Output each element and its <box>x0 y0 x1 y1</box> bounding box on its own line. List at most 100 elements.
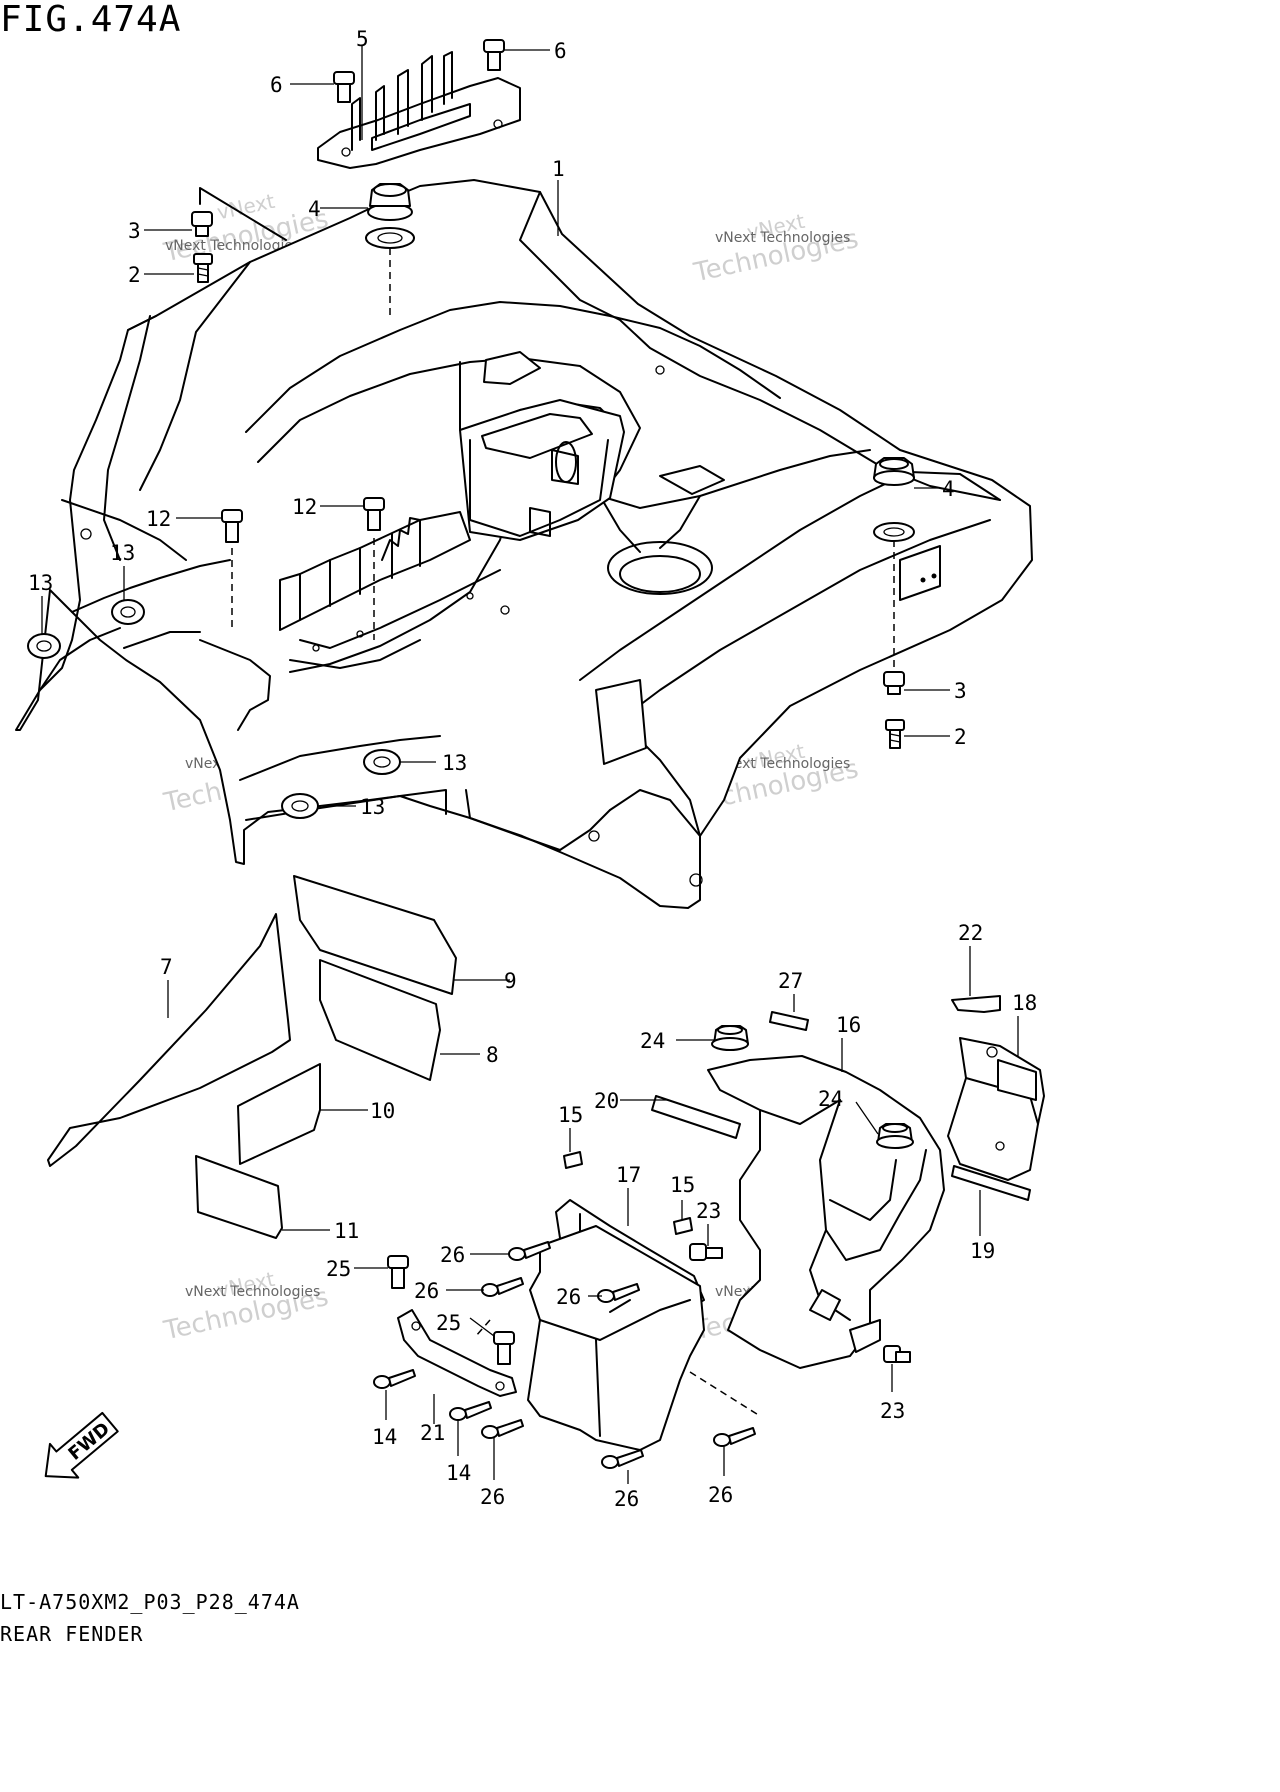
part-25-bolt <box>493 1331 515 1365</box>
callout-2: 2 <box>128 263 141 287</box>
callout-11: 11 <box>334 1219 359 1243</box>
figure-description: REAR FENDER <box>0 1622 144 1646</box>
part-1-rear-fender <box>15 179 1033 909</box>
callout-13: 13 <box>110 541 135 565</box>
part-10-decal <box>237 1063 321 1165</box>
part-24-grommet <box>711 1025 749 1051</box>
callout-20: 20 <box>594 1089 619 1113</box>
callout-26: 26 <box>556 1285 581 1309</box>
callout-26: 26 <box>414 1279 439 1303</box>
part-18-reflector-bracket <box>947 1037 1045 1181</box>
callout-13: 13 <box>28 571 53 595</box>
part-7-decal <box>47 913 291 1167</box>
part-14-screw <box>449 1401 492 1421</box>
part-27-strip <box>769 1011 809 1031</box>
part-12-bolt <box>363 497 385 531</box>
callout-24: 24 <box>818 1087 843 1111</box>
part-21-strap <box>397 1309 517 1397</box>
part-8-decal <box>319 959 441 1081</box>
callout-22: 22 <box>958 921 983 945</box>
callout-4: 4 <box>308 197 321 221</box>
callout-23: 23 <box>696 1199 721 1223</box>
part-11-decal <box>195 1155 283 1239</box>
svg-text:vNext Technologies: vNext Technologies <box>185 1284 320 1300</box>
part-26-screw <box>713 1427 756 1447</box>
part-9-decal <box>293 875 457 995</box>
callout-1: 1 <box>552 157 565 181</box>
callout-12: 12 <box>292 495 317 519</box>
part-24-grommet <box>876 1123 914 1149</box>
callout-5: 5 <box>356 27 369 51</box>
part-25-bolt <box>387 1255 409 1289</box>
part-26-screw <box>481 1419 524 1439</box>
callout-25: 25 <box>436 1311 461 1335</box>
part-4-grommet-seat <box>365 227 415 249</box>
callout-21: 21 <box>420 1421 445 1445</box>
callout-4: 4 <box>942 477 955 501</box>
callout-9: 9 <box>504 969 517 993</box>
part-13-grommet <box>27 633 61 659</box>
callout-15: 15 <box>670 1173 695 1197</box>
callout-3: 3 <box>128 219 141 243</box>
callout-24: 24 <box>640 1029 665 1053</box>
part-5-bracket <box>317 51 521 169</box>
svg-text:vNext Technologies: vNext Technologies <box>165 238 300 254</box>
watermark: vNext Technologies <box>160 1267 331 1347</box>
part-15-clip <box>673 1217 693 1235</box>
callout-14: 14 <box>446 1461 471 1485</box>
callout-26: 26 <box>708 1483 733 1507</box>
callout-18: 18 <box>1012 991 1037 1015</box>
callout-16: 16 <box>836 1013 861 1037</box>
figure-title: FIG.474A <box>0 0 182 40</box>
callout-7: 7 <box>160 955 173 979</box>
part-3-nut <box>883 671 905 695</box>
callout-8: 8 <box>486 1043 499 1067</box>
part-12-bolt <box>221 509 243 543</box>
mud-guard-center <box>527 1225 705 1451</box>
svg-text:vNext Technologies: vNext Technologies <box>715 230 850 246</box>
callout-labels: 5 6 6 1 4 3 2 4 3 2 12 12 13 13 13 13 7 … <box>28 27 1037 1511</box>
callout-14: 14 <box>372 1425 397 1449</box>
part-6-bolt <box>483 39 505 71</box>
part-19-strip <box>951 1165 1031 1201</box>
part-22-clip <box>951 995 1001 1013</box>
part-14-screw <box>373 1369 416 1389</box>
callout-13: 13 <box>360 795 385 819</box>
callout-26: 26 <box>480 1485 505 1509</box>
part-13-grommet <box>281 793 319 819</box>
part-1-inner-tray <box>279 399 625 669</box>
figure-code: LT-A750XM2_P03_P28_474A <box>0 1590 300 1614</box>
part-26-screw <box>601 1449 644 1469</box>
callout-26: 26 <box>440 1243 465 1267</box>
part-13-grommet <box>363 749 401 775</box>
part-20-strip <box>651 1095 741 1139</box>
callout-2: 2 <box>954 725 967 749</box>
part-6-bolt <box>333 71 355 103</box>
callout-19: 19 <box>970 1239 995 1263</box>
callout-23: 23 <box>880 1399 905 1423</box>
leader-lines <box>41 46 1019 1484</box>
callout-6: 6 <box>270 73 283 97</box>
part-4-grommet <box>873 457 915 486</box>
callout-12: 12 <box>146 507 171 531</box>
callout-6: 6 <box>554 39 567 63</box>
part-4-grommet-seat <box>873 522 915 542</box>
fwd-direction-badge: FWD <box>44 1411 119 1479</box>
part-13-grommet <box>111 599 145 625</box>
part-23-bolt <box>689 1243 723 1261</box>
part-2-bolt <box>193 253 213 283</box>
callout-25: 25 <box>326 1257 351 1281</box>
arrow-fwd-icon <box>44 1411 119 1479</box>
callout-27: 27 <box>778 969 803 993</box>
callout-3: 3 <box>954 679 967 703</box>
part-2-bolt <box>885 719 905 749</box>
part-23-bolt <box>883 1345 911 1363</box>
part-4-grommet <box>367 183 413 221</box>
svg-text:vNext Technologies: vNext Technologies <box>715 756 850 772</box>
callout-26: 26 <box>614 1487 639 1511</box>
callout-17: 17 <box>616 1163 641 1187</box>
part-15-clip <box>563 1151 583 1169</box>
callout-15: 15 <box>558 1103 583 1127</box>
part-26-screw <box>481 1277 524 1297</box>
